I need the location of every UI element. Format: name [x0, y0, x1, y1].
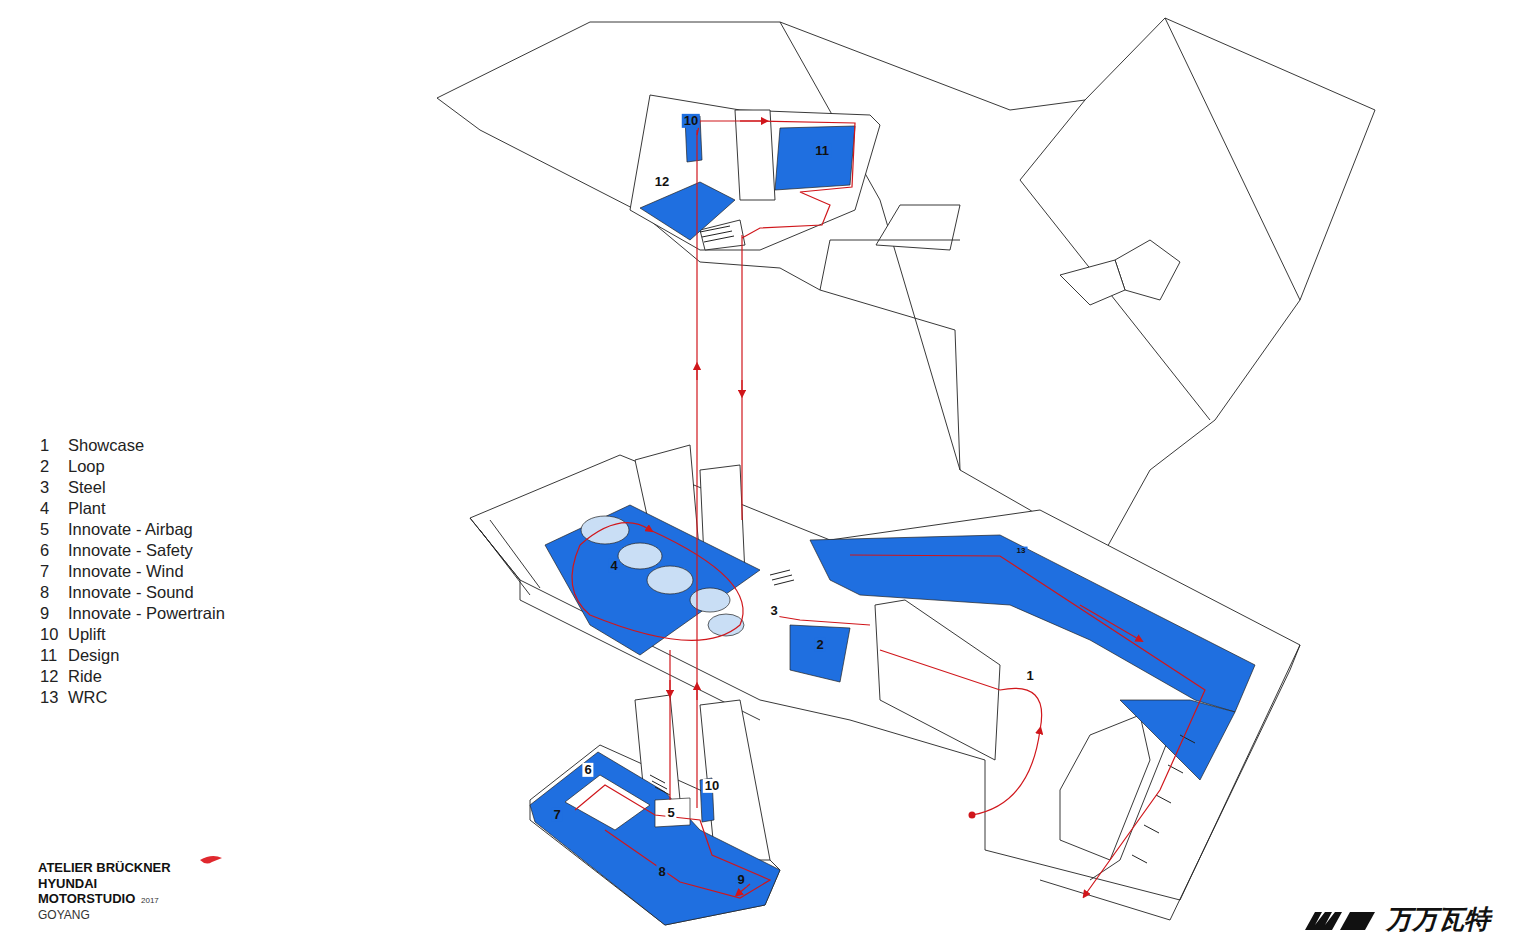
- legend-name: Steel: [68, 478, 106, 496]
- callout-number: 9: [735, 873, 746, 887]
- legend-number: 8: [40, 583, 49, 601]
- legend-name: Innovate - Wind: [68, 562, 184, 580]
- visitor-route: [572, 121, 1205, 898]
- callout-number: 11: [813, 144, 831, 158]
- callout-number: 4: [608, 559, 619, 573]
- legend-name: Innovate - Powertrain: [68, 604, 225, 622]
- legend-name: Innovate - Airbag: [68, 520, 193, 538]
- callout-number: 13: [1015, 547, 1028, 556]
- legend-number: 6: [40, 541, 49, 559]
- legend-number: 13: [40, 688, 58, 706]
- fish-logo: [200, 856, 222, 864]
- legend-number: 4: [40, 499, 49, 517]
- callout-number: 10: [682, 114, 700, 128]
- building-outline: [437, 18, 1375, 925]
- callout-number: 5: [665, 806, 676, 820]
- legend-number: 1: [40, 436, 49, 454]
- legend-name: Innovate - Safety: [68, 541, 193, 559]
- watermark-logo: [1305, 912, 1375, 930]
- callout-number: 12: [653, 175, 671, 189]
- legend-name: Loop: [68, 457, 105, 475]
- exhibition-zone: [530, 116, 1255, 925]
- legend-number: 10: [40, 625, 58, 643]
- legend-number: 5: [40, 520, 49, 538]
- legend-name: Innovate - Sound: [68, 583, 194, 601]
- plant-cylinder: [581, 516, 744, 636]
- route-start-dot: [969, 812, 976, 819]
- callout-number: 3: [768, 604, 779, 618]
- legend-number: 12: [40, 667, 58, 685]
- legend-name: Design: [68, 646, 119, 664]
- callout-number: 1: [1024, 669, 1035, 683]
- callout-number: 6: [582, 763, 593, 777]
- callout-number: 7: [551, 808, 562, 822]
- legend-name: Ride: [68, 667, 102, 685]
- project-credit: MOTORSTUDIO: [38, 892, 135, 906]
- legend-name: Showcase: [68, 436, 144, 454]
- studio-credit: ATELIER BRÜCKNER: [38, 861, 171, 875]
- legend-number: 9: [40, 604, 49, 622]
- callout-number: 2: [814, 638, 825, 652]
- legend-number: 7: [40, 562, 49, 580]
- legend-name: Plant: [68, 499, 106, 517]
- legend-name: Uplift: [68, 625, 106, 643]
- legend-number: 11: [40, 646, 57, 664]
- legend-number: 3: [40, 478, 49, 496]
- project-year: 2017: [141, 897, 159, 906]
- legend-number: 2: [40, 457, 49, 475]
- callout-number: 8: [656, 865, 667, 879]
- stair-hatching: [650, 226, 1195, 863]
- project-city: GOYANG: [38, 909, 90, 922]
- project-credit: HYUNDAI: [38, 877, 97, 891]
- legend-name: WRC: [68, 688, 107, 706]
- callout-number: 10: [703, 779, 721, 793]
- watermark: 万万瓦特: [1386, 905, 1490, 934]
